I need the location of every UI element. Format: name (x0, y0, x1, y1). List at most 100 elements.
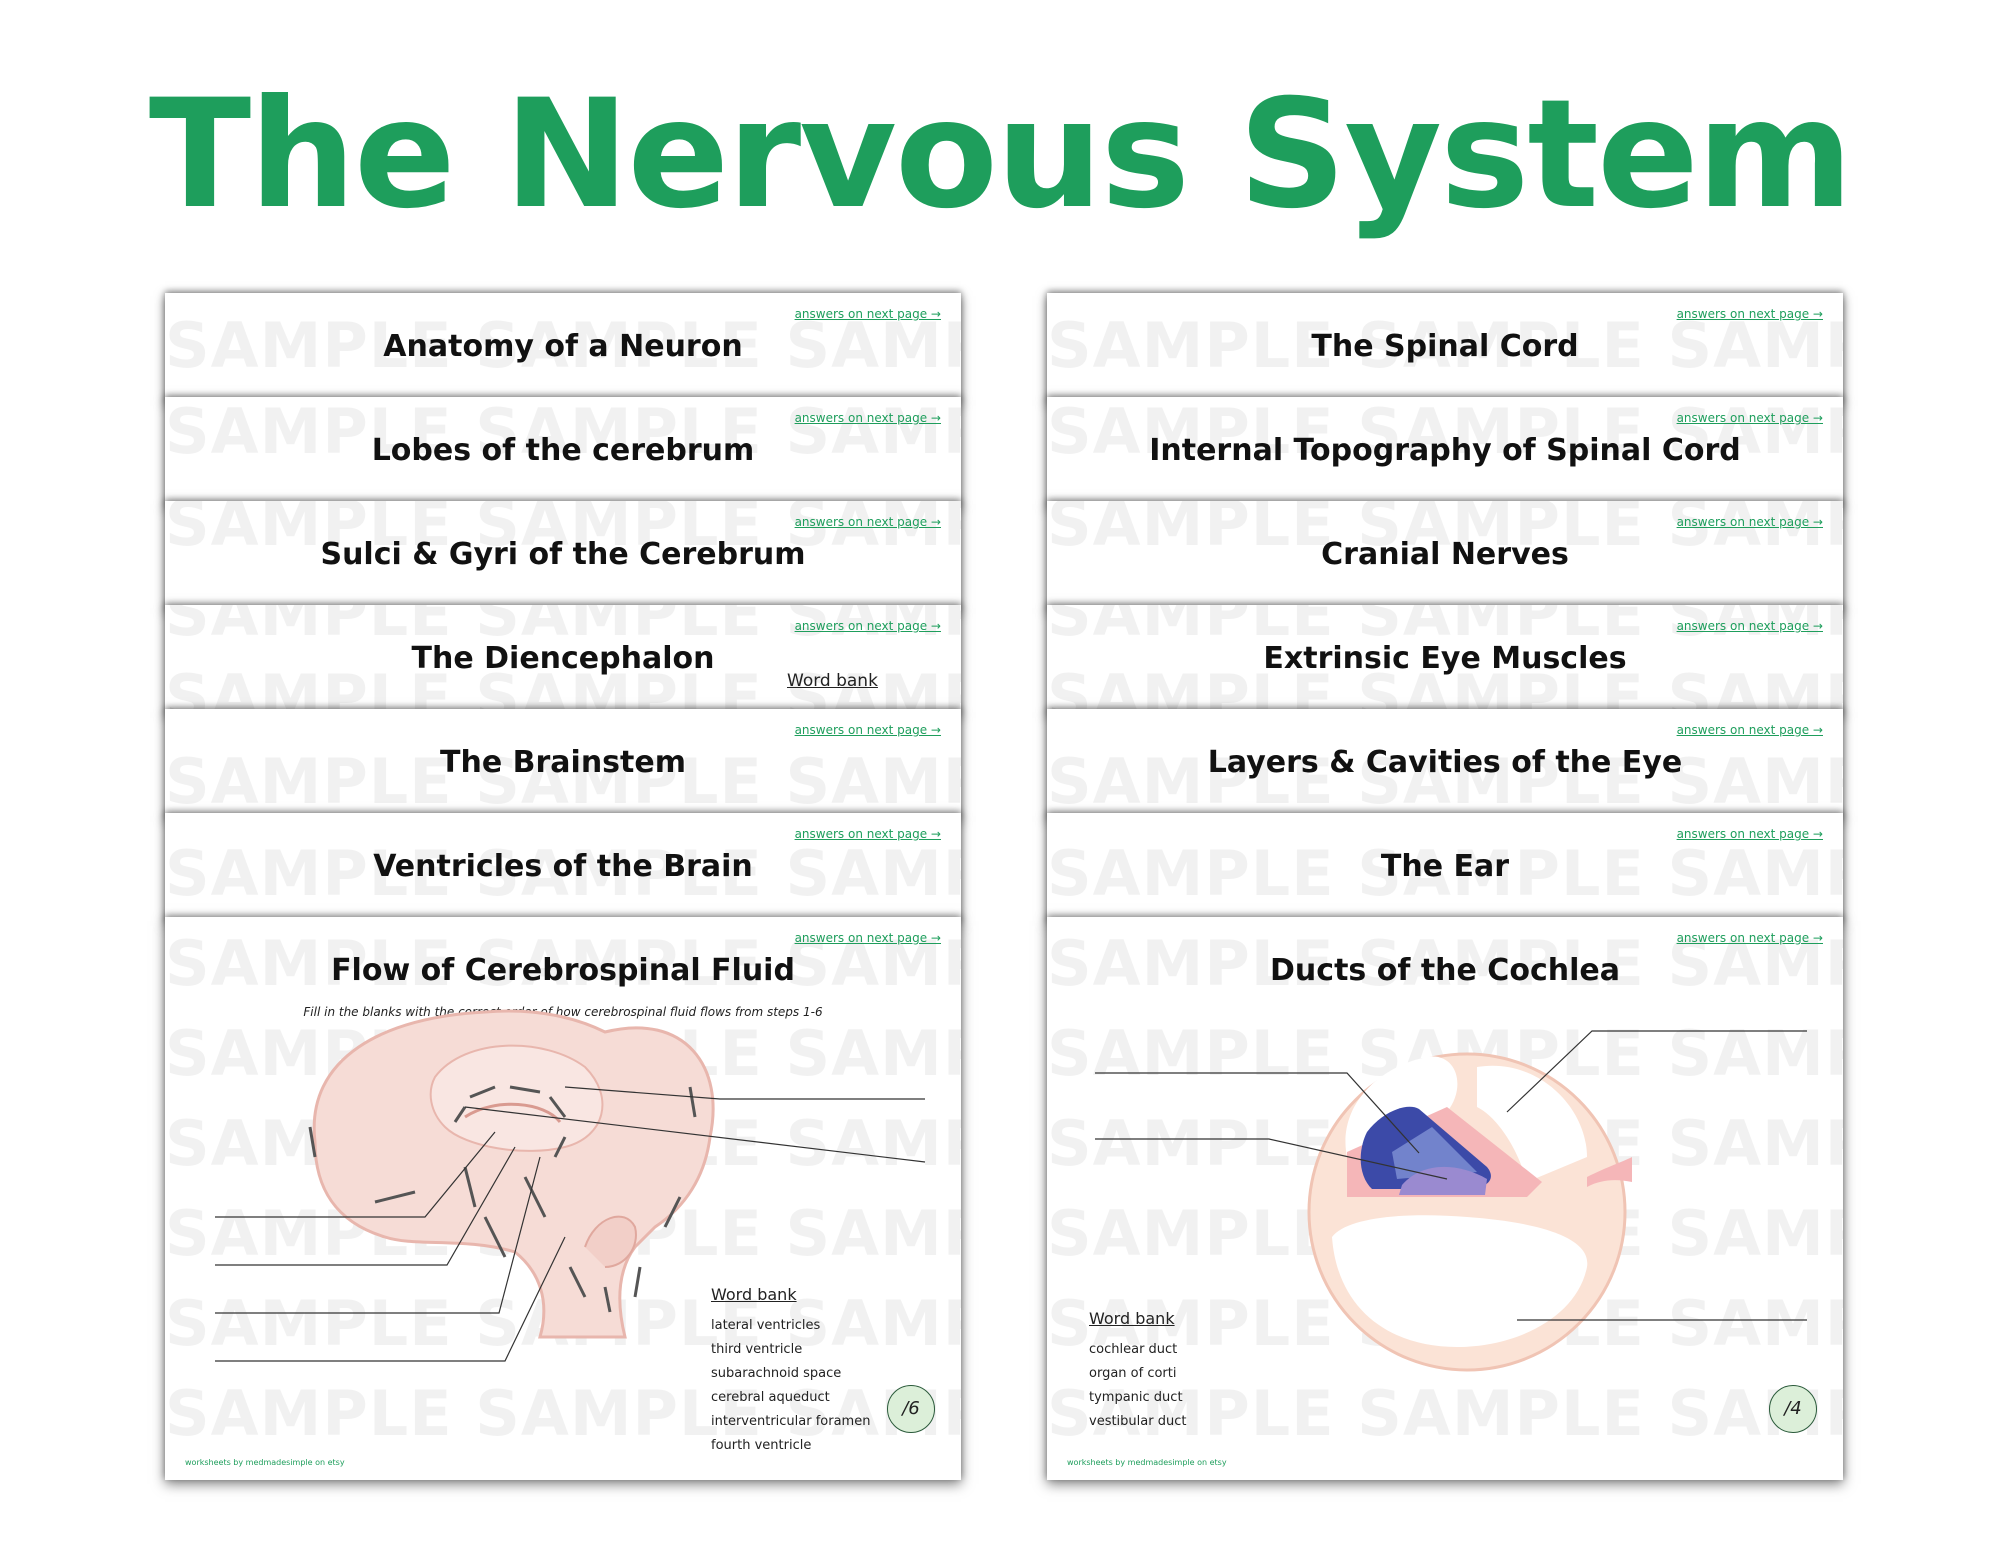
word-bank-title: Word bank (711, 1285, 797, 1304)
arrow (553, 1136, 567, 1158)
arrow (509, 1085, 541, 1094)
sheet-title: Ducts of the Cochlea (1270, 953, 1620, 988)
word-bank-item: cochlear duct (1089, 1342, 1178, 1357)
label-line (215, 1131, 496, 1218)
sheet-title: Anatomy of a Neuron (383, 329, 743, 364)
word-bank-item: organ of corti (1089, 1366, 1177, 1381)
tympanic-space (1332, 1215, 1588, 1347)
answers-link[interactable]: answers on next page → (1676, 723, 1823, 737)
footer-credit: worksheets by medmadesimple on etsy (185, 1458, 345, 1467)
sheet-diencephalon[interactable]: SAMPLE SAMPLE SAMPLE SAMPLE SAMPLE SAMPL… (165, 605, 961, 715)
arrow (463, 1166, 477, 1208)
sheet-sulci-gyri[interactable]: SAMPLE SAMPLE SAMPLE SAMPLE answers on n… (165, 501, 961, 611)
word-bank-item: cerebral aqueduct (711, 1390, 830, 1405)
answers-link[interactable]: answers on next page → (794, 619, 941, 633)
sheet-layers-cavities-eye[interactable]: SAMPLE SAMPLE SAMPLE SAMPLE answers on n… (1047, 709, 1843, 819)
sheet-title: Layers & Cavities of the Eye (1207, 745, 1683, 780)
footer-credit: worksheets by medmadesimple on etsy (1067, 1458, 1227, 1467)
word-bank-item: third ventricle (711, 1342, 803, 1357)
corpus-callosum-shape (429, 1044, 604, 1152)
sheet-anatomy-of-neuron[interactable]: SAMPLE SAMPLE SAMPLE SAMPLE answers on n… (165, 293, 961, 403)
word-bank-item: subarachnoid space (711, 1366, 842, 1381)
arrow (483, 1216, 507, 1258)
sheet-title: The Ear (1380, 849, 1510, 884)
label-line (215, 1236, 566, 1362)
sheet-title: Internal Topography of Spinal Cord (1149, 433, 1741, 468)
page-title: The Nervous System (148, 68, 1853, 242)
sheet-flow-of-csf[interactable]: SAMPLE SAMPLE SAMPLE SAMPLE SAMPLE SAMPL… (165, 917, 961, 1480)
word-bank-item: vestibular duct (1089, 1414, 1187, 1429)
sheet-title: Flow of Cerebrospinal Fluid (331, 953, 795, 988)
upper-space (1477, 1065, 1587, 1182)
arrow (453, 1106, 467, 1123)
arrow (688, 1086, 697, 1118)
score-badge: /6 (887, 1385, 935, 1433)
arrow (663, 1196, 682, 1228)
right-worksheet-stack: SAMPLE SAMPLE SAMPLE SAMPLE answers on n… (1047, 293, 1843, 1480)
label-line (464, 1106, 926, 1163)
sheet-extrinsic-eye-muscles[interactable]: SAMPLE SAMPLE SAMPLE SAMPLE SAMPLE SAMPL… (1047, 605, 1843, 715)
label-lines (215, 1086, 926, 1362)
answers-link[interactable]: answers on next page → (794, 827, 941, 841)
label-line (215, 1156, 541, 1314)
word-bank: Word bank cochlear duct organ of corti t… (1089, 1309, 1186, 1434)
flow-arrows (308, 1085, 697, 1313)
answers-link[interactable]: answers on next page → (794, 307, 941, 321)
arrow (308, 1126, 317, 1158)
word-bank-item: lateral ventricles (711, 1318, 821, 1333)
sheet-title: Cranial Nerves (1321, 537, 1569, 572)
answers-link[interactable]: answers on next page → (1676, 619, 1823, 633)
instruction-text: Fill in the blanks with the correct orde… (303, 1005, 823, 1019)
answers-link[interactable]: answers on next page → (794, 411, 941, 425)
arrow (633, 1266, 642, 1298)
sheet-title: Ventricles of the Brain (373, 849, 753, 884)
word-bank-label: Word bank (787, 671, 878, 691)
spiral-ligament (1587, 1157, 1632, 1187)
sheet-ventricles[interactable]: SAMPLE SAMPLE SAMPLE SAMPLE answers on n… (165, 813, 961, 923)
answers-link[interactable]: answers on next page → (1676, 827, 1823, 841)
sheet-title: Lobes of the cerebrum (371, 433, 755, 468)
csf-flow-diagram (215, 1009, 926, 1362)
sheet-title: The Spinal Cord (1311, 329, 1579, 364)
answers-link[interactable]: answers on next page → (794, 723, 941, 737)
sheet-lobes-of-cerebrum[interactable]: SAMPLE SAMPLE SAMPLE SAMPLE answers on n… (165, 397, 961, 507)
answers-link[interactable]: answers on next page → (1676, 931, 1823, 945)
word-bank-item: tympanic duct (1089, 1390, 1183, 1405)
organ-of-corti-shape (1399, 1166, 1487, 1195)
cochlear-duct-inner (1392, 1127, 1477, 1179)
arrow (568, 1266, 587, 1298)
word-bank-title: Word bank (1089, 1309, 1175, 1328)
word-bank-item: interventricular foramen (711, 1414, 871, 1429)
arrow (469, 1085, 496, 1099)
arrow (603, 1286, 612, 1313)
arrow (374, 1190, 416, 1204)
answers-link[interactable]: answers on next page → (794, 931, 941, 945)
label-line (1095, 1138, 1448, 1180)
sheet-brainstem[interactable]: SAMPLE SAMPLE SAMPLE SAMPLE answers on n… (165, 709, 961, 819)
arrow (548, 1096, 567, 1118)
sheet-title: Sulci & Gyri of the Cerebrum (320, 537, 806, 572)
sheet-title: Extrinsic Eye Muscles (1263, 641, 1627, 676)
sheet-title: The Brainstem (440, 745, 686, 780)
sheet-ducts-of-cochlea[interactable]: SAMPLE SAMPLE SAMPLE SAMPLE SAMPLE SAMPL… (1047, 917, 1843, 1480)
left-worksheet-stack: SAMPLE SAMPLE SAMPLE SAMPLE answers on n… (165, 293, 961, 1480)
label-line (1095, 1072, 1420, 1154)
word-bank-item: fourth ventricle (711, 1438, 812, 1453)
answers-link[interactable]: answers on next page → (1676, 515, 1823, 529)
ventricle-shape (464, 1102, 562, 1123)
label-lines (1095, 1030, 1807, 1321)
sheet-the-ear[interactable]: SAMPLE SAMPLE SAMPLE SAMPLE answers on n… (1047, 813, 1843, 923)
cerebellum-shape (584, 1215, 637, 1268)
sheet-internal-topography[interactable]: SAMPLE SAMPLE SAMPLE SAMPLE answers on n… (1047, 397, 1843, 507)
label-line (1506, 1030, 1807, 1113)
sheet-cranial-nerves[interactable]: SAMPLE SAMPLE SAMPLE SAMPLE answers on n… (1047, 501, 1843, 611)
label-line (215, 1146, 516, 1266)
cochlea-diagram (1095, 1030, 1807, 1372)
answers-link[interactable]: answers on next page → (794, 515, 941, 529)
label-line (564, 1086, 925, 1100)
sheet-spinal-cord[interactable]: SAMPLE SAMPLE SAMPLE SAMPLE answers on n… (1047, 293, 1843, 403)
answers-link[interactable]: answers on next page → (1676, 307, 1823, 321)
sheet-title: The Diencephalon (411, 641, 715, 676)
answers-link[interactable]: answers on next page → (1676, 411, 1823, 425)
score-badge: /4 (1769, 1385, 1817, 1433)
